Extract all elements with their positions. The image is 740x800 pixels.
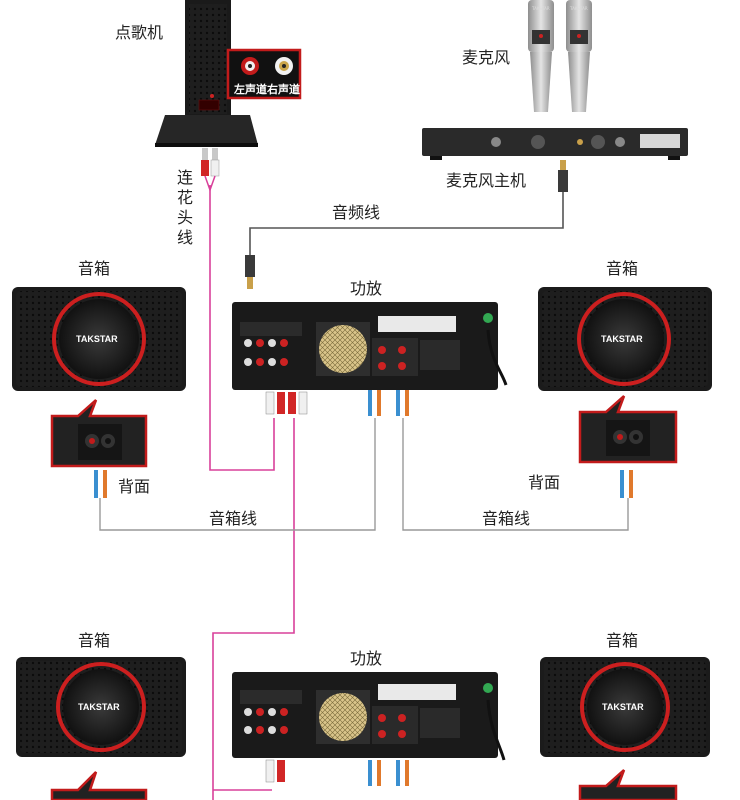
speaker-cable-label-right: 音箱线 <box>482 509 530 528</box>
audio-cable-label: 音频线 <box>332 203 380 222</box>
jukebox-output-callout: 左声道 右声道 <box>226 48 302 100</box>
speaker-cable-label-left: 音箱线 <box>209 509 257 528</box>
microphone-left: TAKSTAR <box>528 0 554 112</box>
speaker-right: TAKSTAR <box>538 287 712 391</box>
amplifier-label-2: 功放 <box>350 649 382 668</box>
mic-receiver <box>422 128 688 160</box>
speaker-left-2: TAKSTAR <box>16 657 186 757</box>
speaker-left-wire-tips <box>94 470 107 498</box>
svg-text:TAKSTAR: TAKSTAR <box>602 702 644 712</box>
right-channel-label: 右声道 <box>266 82 300 96</box>
audio-cable-plug <box>245 255 255 289</box>
speaker-right-2-back-callout <box>578 769 678 800</box>
speaker-label-left: 音箱 <box>78 259 110 278</box>
speaker-label-left-2: 音箱 <box>78 631 110 650</box>
speaker-label-right-2: 音箱 <box>606 631 638 650</box>
svg-text:连: 连 <box>177 168 193 187</box>
back-side-label-left: 背面 <box>118 477 150 496</box>
svg-text:TAKSTAR: TAKSTAR <box>601 334 643 344</box>
speaker-cable-wire <box>99 418 629 531</box>
speaker-right-wire-tips <box>620 470 633 498</box>
svg-text:TAKSTAR: TAKSTAR <box>76 334 118 344</box>
amplifier-1 <box>232 302 508 390</box>
mic-receiver-label: 麦克风主机 <box>446 171 526 190</box>
speaker-left-2-back-callout <box>50 771 148 800</box>
speaker-left-back-callout <box>50 399 148 468</box>
svg-text:TAKSTAR: TAKSTAR <box>569 6 588 11</box>
speaker-label-right: 音箱 <box>606 259 638 278</box>
jukebox <box>155 0 258 147</box>
svg-text:TAKSTAR: TAKSTAR <box>78 702 120 712</box>
audio-cable-wire <box>249 192 564 255</box>
amplifier-label-1: 功放 <box>350 279 382 298</box>
svg-text:TAKSTAR: TAKSTAR <box>531 6 550 11</box>
rca-cable-wire <box>209 185 295 800</box>
amplifier-1-speaker-wire-tips <box>368 390 409 416</box>
svg-text:头: 头 <box>177 208 193 227</box>
speaker-right-back-callout <box>578 395 678 464</box>
amplifier-2-rca-plugs <box>265 759 285 783</box>
speaker-left: TAKSTAR <box>12 287 186 391</box>
left-channel-label: 左声道 <box>233 82 267 96</box>
speaker-right-2: TAKSTAR <box>540 657 710 757</box>
svg-text:花: 花 <box>177 188 193 207</box>
amplifier-2-speaker-wire-tips <box>368 760 409 786</box>
svg-text:线: 线 <box>177 228 193 247</box>
rca-plugs-top <box>201 148 220 193</box>
back-side-label-right: 背面 <box>528 473 560 492</box>
mic-receiver-plug <box>558 160 568 192</box>
microphone-label: 麦克风 <box>462 48 510 67</box>
microphone-right: TAKSTAR <box>566 0 592 112</box>
amplifier-1-rca-plugs <box>265 391 308 415</box>
rca-cable-label: 连 花 头 线 <box>177 168 193 247</box>
jukebox-label: 点歌机 <box>115 23 163 42</box>
amplifier-2 <box>232 672 506 761</box>
